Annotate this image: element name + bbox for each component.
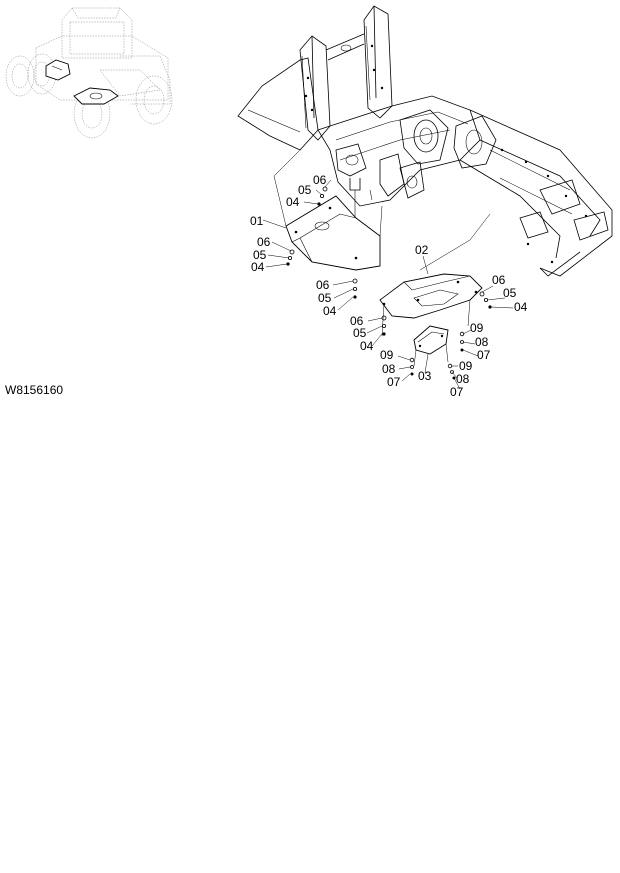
callout-06: 06: [257, 235, 271, 249]
callout-07: 07: [450, 385, 464, 399]
callout-09: 09: [380, 348, 394, 362]
callout-07: 07: [477, 348, 491, 362]
callout-04: 04: [251, 260, 265, 274]
callout-04: 04: [323, 304, 337, 318]
cover-01: [273, 149, 383, 271]
callout-03: 03: [418, 369, 432, 383]
cover-03: [413, 325, 449, 367]
callout-02: 02: [415, 243, 429, 257]
callout-05: 05: [318, 291, 332, 305]
callout-04: 04: [286, 195, 300, 209]
locator-thumbnail: [5, 7, 173, 139]
callout-06: 06: [313, 173, 327, 187]
callout-06: 06: [350, 314, 364, 328]
callout-labels: 01 02 03 06 05 04 06 05 04 06 05 04 06 0…: [250, 173, 528, 399]
callout-05: 05: [353, 326, 367, 340]
callout-04: 04: [360, 339, 374, 353]
hardware: [286, 186, 492, 380]
callout-05: 05: [503, 286, 517, 300]
callout-05: 05: [253, 248, 267, 262]
callout-04: 04: [514, 300, 528, 314]
callout-07: 07: [387, 375, 401, 389]
main-frame: [237, 5, 613, 277]
callout-01: 01: [250, 214, 264, 228]
callout-08: 08: [456, 372, 470, 386]
leader-lines: [262, 179, 514, 390]
callout-09: 09: [459, 359, 473, 373]
callout-06: 06: [492, 273, 506, 287]
callout-08: 08: [382, 362, 396, 376]
callout-09: 09: [470, 321, 484, 335]
figure-code: W8156160: [5, 383, 63, 397]
callout-06: 06: [316, 278, 330, 292]
cover-02: [379, 213, 491, 337]
callout-08: 08: [475, 335, 489, 349]
callout-05: 05: [298, 183, 312, 197]
